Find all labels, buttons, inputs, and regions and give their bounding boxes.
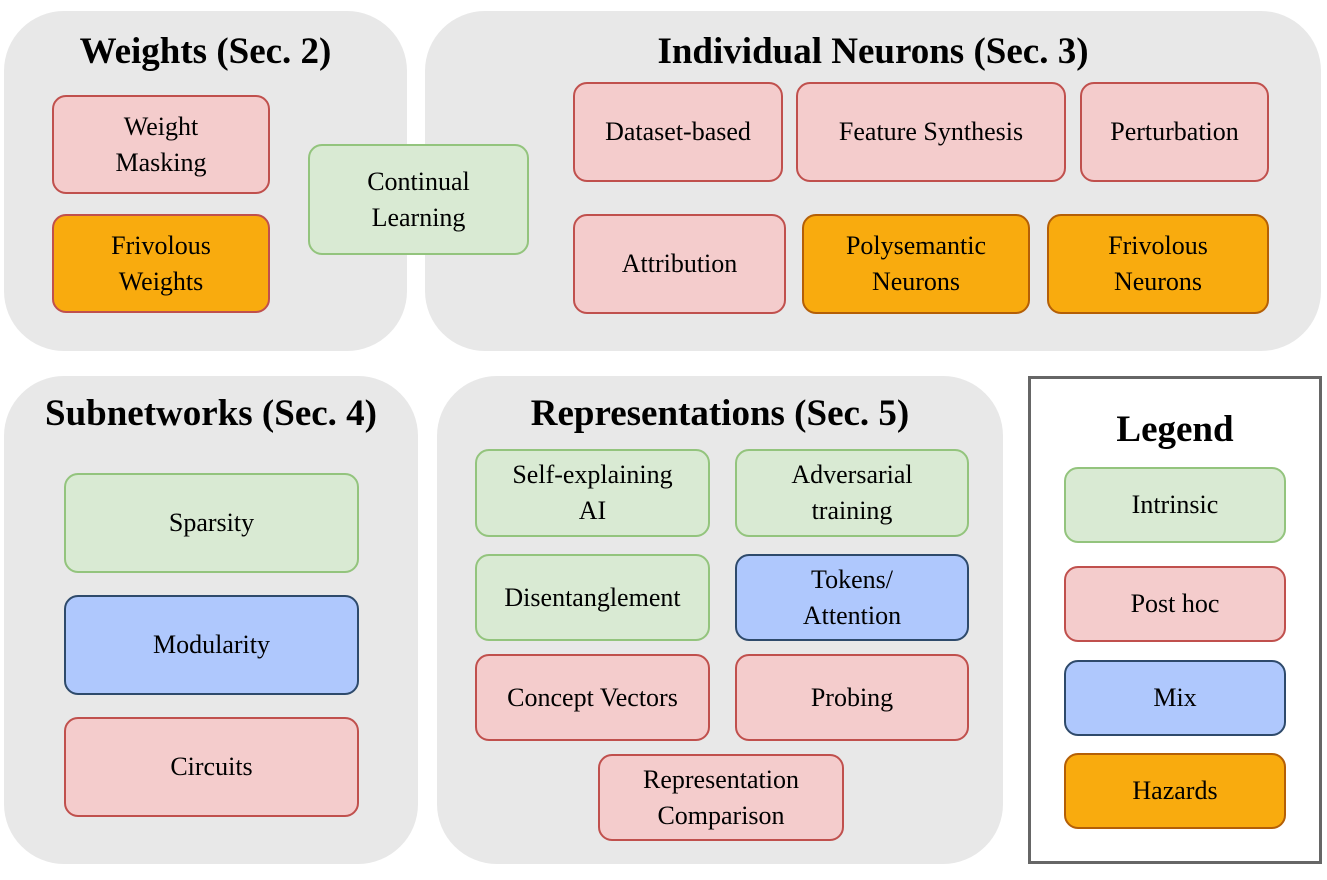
- polysemantic-neurons-box: Polysemantic Neurons: [802, 214, 1030, 314]
- concept-vectors-box: Concept Vectors: [475, 654, 710, 741]
- circuits-box: Circuits: [64, 717, 359, 817]
- legend-title: Legend: [1116, 409, 1234, 450]
- self-explaining-ai-box: Self-explaining AI: [475, 449, 710, 537]
- representations-panel-title: Representations (Sec. 5): [530, 393, 910, 434]
- weight-masking-box: Weight Masking: [52, 95, 270, 194]
- probing-box: Probing: [735, 654, 969, 741]
- frivolous-weights-box: Frivolous Weights: [52, 214, 270, 313]
- legend-hazards: Hazards: [1064, 753, 1286, 829]
- tokens-attention-box: Tokens/ Attention: [735, 554, 969, 641]
- modularity-box: Modularity: [64, 595, 359, 695]
- legend-mix: Mix: [1064, 660, 1286, 736]
- frivolous-neurons-box: Frivolous Neurons: [1047, 214, 1269, 314]
- weights-panel-title: Weights (Sec. 2): [79, 31, 332, 72]
- continual-learning-box: Continual Learning: [308, 144, 529, 255]
- subnetworks-panel-title: Subnetworks (Sec. 4): [45, 393, 377, 434]
- representation-comparison-box: Representation Comparison: [598, 754, 844, 841]
- legend-intrinsic: Intrinsic: [1064, 467, 1286, 543]
- attribution-box: Attribution: [573, 214, 786, 314]
- perturbation-box: Perturbation: [1080, 82, 1269, 182]
- feature-synthesis-box: Feature Synthesis: [796, 82, 1066, 182]
- sparsity-box: Sparsity: [64, 473, 359, 573]
- adversarial-training-box: Adversarial training: [735, 449, 969, 537]
- dataset-based-box: Dataset-based: [573, 82, 783, 182]
- disentanglement-box: Disentanglement: [475, 554, 710, 641]
- legend-post-hoc: Post hoc: [1064, 566, 1286, 642]
- neurons-panel-title: Individual Neurons (Sec. 3): [657, 31, 1089, 72]
